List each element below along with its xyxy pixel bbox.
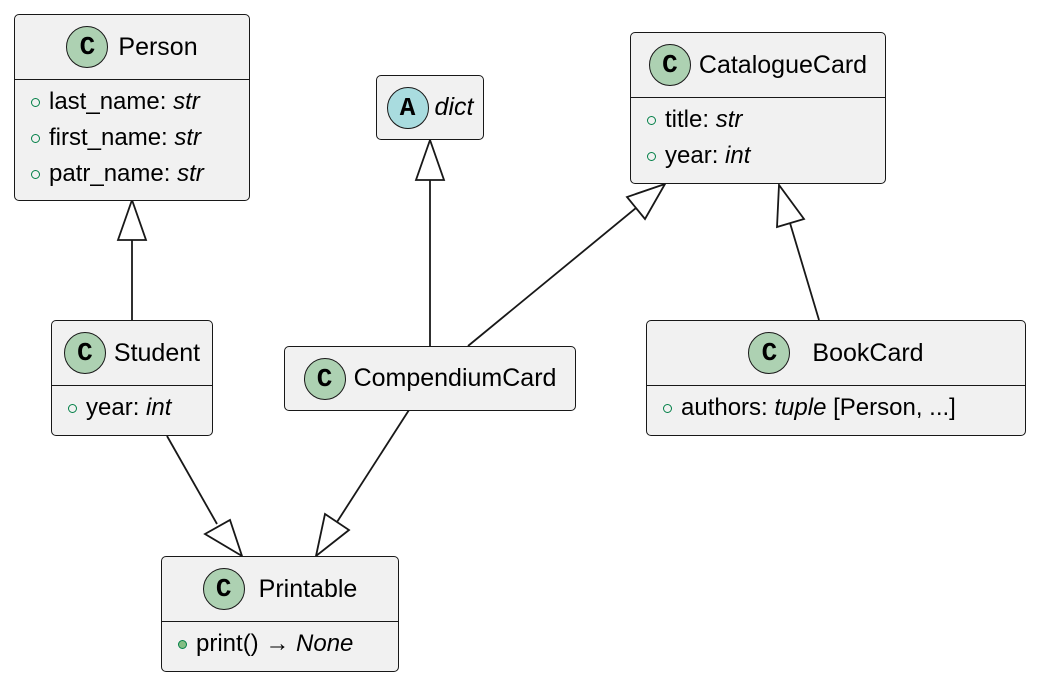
class-student: C Student year: int: [51, 320, 213, 436]
attribute-name: first_name:: [49, 124, 175, 151]
attribute-type: tuple: [774, 394, 827, 421]
attribute-name: authors:: [681, 394, 775, 421]
class-dict-header: A dict: [377, 76, 483, 139]
edge-bookcard-cataloguecard: [776, 182, 820, 321]
class-badge-icon: C: [202, 568, 245, 610]
class-printable-header: C Printable: [162, 557, 398, 622]
class-bookcard: C BookCard authors: tuple [Person, ...]: [646, 320, 1026, 436]
class-name: Printable: [258, 574, 358, 603]
attribute-type: int: [146, 394, 172, 421]
method-list: print() → None: [162, 622, 398, 662]
attribute-row: last_name: str: [31, 84, 249, 120]
attribute-type: str: [173, 88, 200, 115]
attribute-type: int: [725, 142, 751, 169]
class-compendiumcard-header: C CompendiumCard: [285, 347, 575, 410]
attribute-type: str: [174, 124, 202, 151]
class-student-header: C Student: [52, 321, 212, 386]
attribute-name: year:: [665, 142, 726, 169]
attribute-row: title: str: [647, 102, 885, 138]
class-printable: C Printable print() → None: [161, 556, 399, 672]
public-field-icon: [31, 97, 40, 107]
method-return-type: None: [296, 630, 354, 657]
public-field-icon: [31, 169, 40, 179]
class-name: Student: [113, 338, 201, 367]
class-compendiumcard: C CompendiumCard: [284, 346, 576, 411]
class-name: CompendiumCard: [353, 364, 557, 392]
class-person: C Person last_name: str first_name: str …: [14, 14, 250, 201]
edge-compendium-printable: [314, 409, 410, 559]
public-field-icon: [31, 133, 40, 143]
attribute-list: authors: tuple [Person, ...]: [647, 386, 1025, 426]
attribute-list: title: str year: int: [631, 98, 885, 174]
public-field-icon: [647, 115, 656, 125]
attribute-row: first_name: str: [31, 120, 249, 156]
public-method-icon: [178, 639, 187, 649]
method-signature: print() →: [196, 630, 297, 657]
public-field-icon: [663, 403, 672, 413]
class-dict: A dict: [376, 75, 484, 140]
class-badge-icon: C: [303, 357, 346, 400]
attribute-row: year: int: [68, 390, 212, 426]
attribute-name: title:: [665, 106, 716, 133]
attribute-list: year: int: [52, 386, 212, 426]
class-badge-icon: C: [66, 26, 109, 68]
class-cataloguecard-header: C CatalogueCard: [631, 33, 885, 98]
attribute-name: last_name:: [49, 88, 174, 115]
attribute-type-params: [Person, ...]: [826, 394, 956, 421]
public-field-icon: [647, 151, 656, 161]
abstract-badge-icon: A: [386, 86, 429, 129]
edge-student-printable: [166, 435, 244, 559]
edge-compendium-dict: [414, 137, 446, 346]
class-person-header: C Person: [15, 15, 249, 80]
attribute-list: last_name: str first_name: str patr_name…: [15, 80, 249, 192]
attribute-row: year: int: [647, 138, 885, 174]
attribute-type: str: [177, 160, 204, 187]
public-field-icon: [68, 403, 77, 413]
attribute-name: patr_name:: [49, 160, 178, 187]
class-badge-icon: C: [63, 332, 106, 374]
attribute-row: authors: tuple [Person, ...]: [663, 390, 1025, 426]
class-badge-icon: C: [748, 332, 791, 374]
class-name: dict: [434, 93, 474, 121]
class-cataloguecard: C CatalogueCard title: str year: int: [630, 32, 886, 184]
class-name: BookCard: [812, 338, 924, 367]
class-name: Person: [118, 32, 198, 61]
class-badge-icon: C: [648, 44, 691, 86]
attribute-row: patr_name: str: [31, 156, 249, 192]
class-bookcard-header: C BookCard: [647, 321, 1025, 386]
attribute-name: year:: [86, 394, 147, 421]
method-row: print() → None: [178, 626, 398, 662]
edge-student-person: [116, 197, 148, 320]
class-name: CatalogueCard: [698, 50, 868, 79]
edge-compendium-cataloguecard: [467, 182, 667, 347]
attribute-type: str: [715, 106, 743, 133]
